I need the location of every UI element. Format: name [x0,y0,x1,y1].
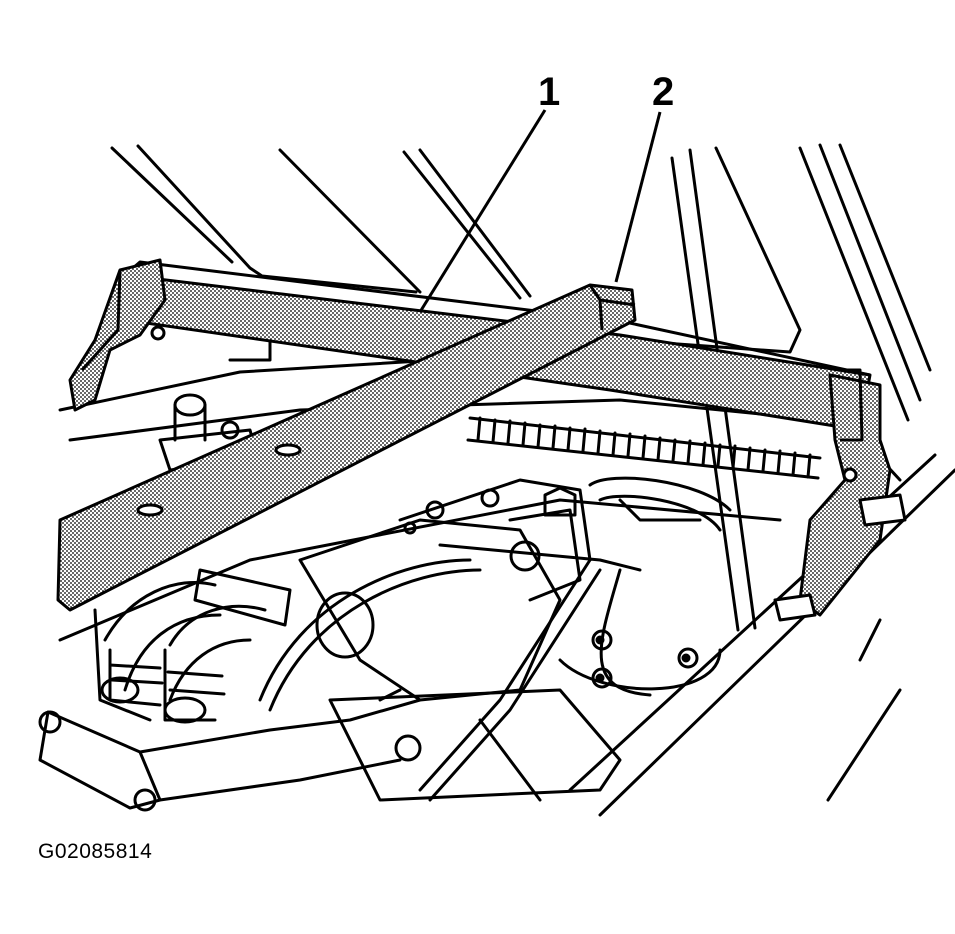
intake-hoses [100,568,292,724]
figure-id-label: G02085814 [38,840,153,863]
lower-cradle [38,698,422,812]
engine-block [298,478,622,802]
corrugated-hose [466,416,822,480]
support-bar-2 [56,283,637,612]
callout-1-label: 1 [538,70,561,114]
wiring-harness [258,476,732,802]
callout-2-label: 2 [652,70,675,114]
callout-leaders [418,109,662,313]
mounting-bolts [591,629,699,689]
support-bar-1 [68,258,907,622]
